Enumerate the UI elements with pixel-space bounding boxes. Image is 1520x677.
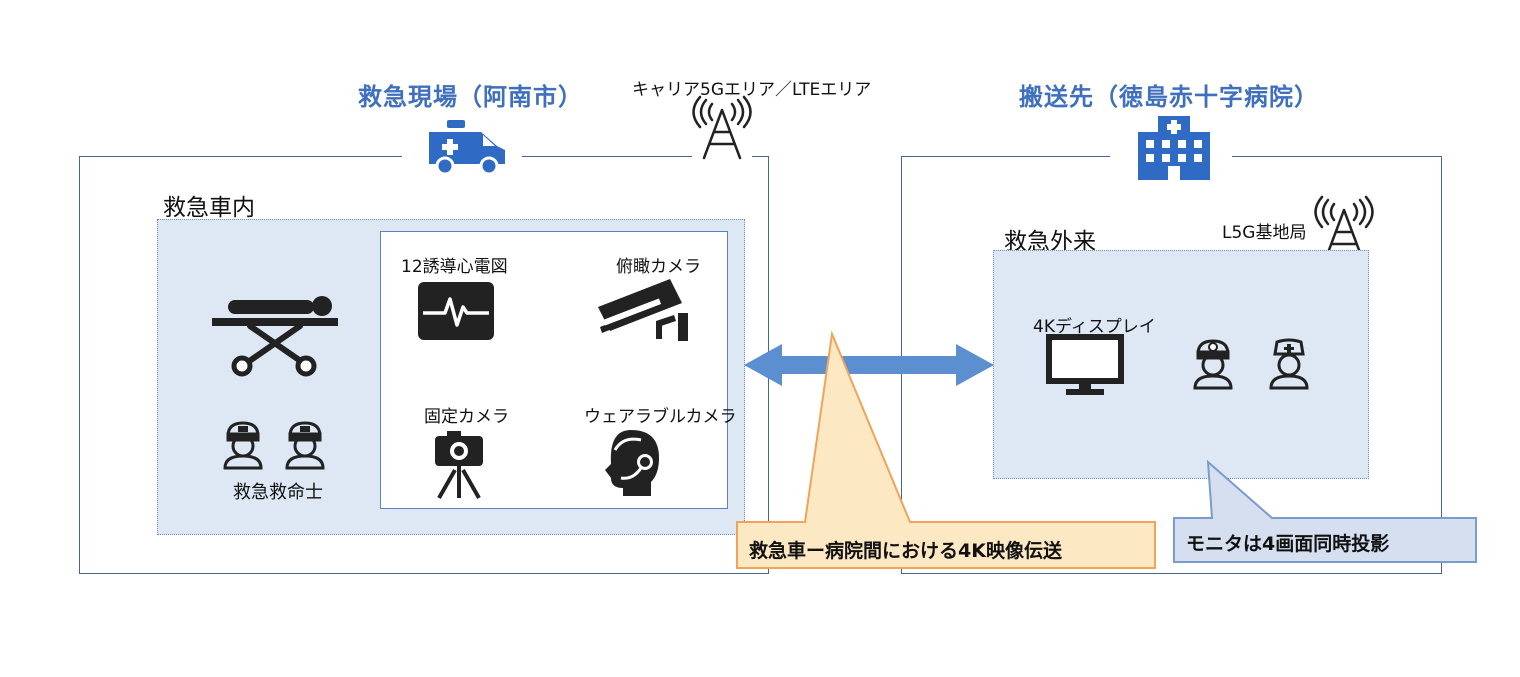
wearable-camera-label: ウェアラブルカメラ	[584, 407, 737, 427]
fixed-camera-label: 固定カメラ	[424, 407, 509, 427]
display-icon	[1046, 334, 1124, 395]
ecg-monitor-icon	[418, 282, 494, 340]
ambulance-icon	[429, 120, 505, 176]
bidirectional-arrow	[744, 344, 994, 386]
vehicle-interior-label: 救急車内	[163, 195, 255, 221]
hospital-heading: 搬送先（徳島赤十字病院）	[1019, 83, 1319, 111]
paramedic-icon	[223, 421, 263, 470]
carrier-area-label: キャリア5Gエリア／LTEエリア	[632, 80, 872, 100]
antenna-icon	[1314, 195, 1374, 260]
tripod-camera-icon	[435, 431, 483, 499]
hospital-icon	[1138, 116, 1210, 180]
paramedic-icon	[285, 421, 325, 470]
overhead-camera-label: 俯瞰カメラ	[616, 257, 701, 277]
transmission-callout: 救急車ー病院間における4K映像伝送	[749, 540, 1062, 562]
stretcher-icon	[212, 296, 338, 377]
headset-head-icon	[605, 430, 659, 496]
paramedic-label: 救急救命士	[233, 482, 323, 503]
doctor-icon	[1193, 339, 1233, 390]
transmission-callout-bubble	[736, 330, 1156, 569]
nurse-icon	[1269, 338, 1309, 390]
monitor-callout: モニタは4画面同時投影	[1186, 533, 1390, 555]
base-station-label: L5G基地局	[1222, 223, 1307, 243]
scene-heading: 救急現場（阿南市）	[358, 83, 583, 111]
display-label: 4Kディスプレイ	[1033, 317, 1156, 337]
cctv-camera-icon	[598, 279, 688, 341]
ecg-label: 12誘導心電図	[401, 257, 508, 277]
monitor-callout-bubble	[1173, 459, 1477, 563]
antenna-icon	[692, 95, 752, 160]
